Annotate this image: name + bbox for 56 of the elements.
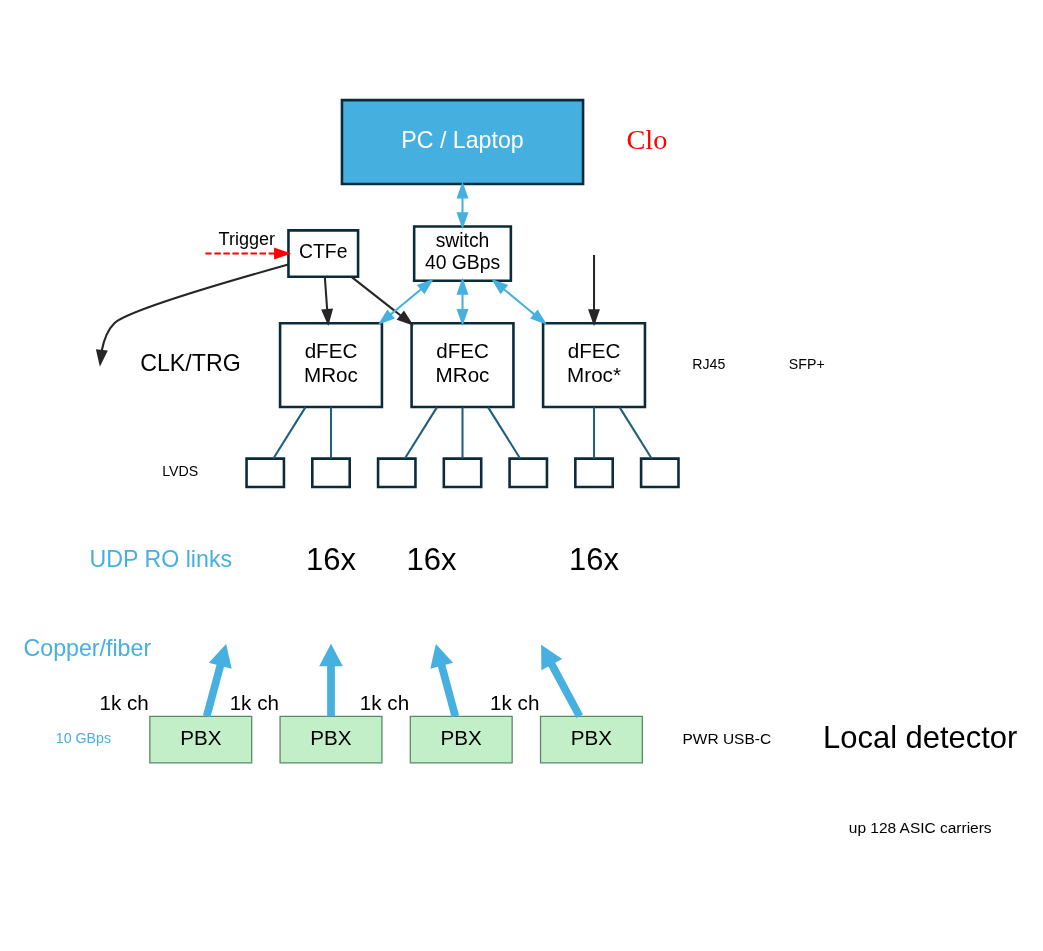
- node-box: [311, 456, 351, 488]
- label: up 128 ASIC carriers: [848, 818, 992, 836]
- arrow: [202, 643, 232, 717]
- node-box: dFEC Mroc*: [541, 321, 647, 408]
- node-label: 1k ch: [229, 690, 279, 714]
- label: Clo: [626, 123, 668, 155]
- label: UDP RO links: [89, 545, 233, 572]
- arrow: [541, 644, 583, 718]
- node-box: CTFe: [287, 228, 360, 278]
- node-box: dFEC MRoc: [278, 321, 384, 408]
- label: RJ45: [692, 355, 726, 372]
- node-box: [508, 456, 549, 488]
- node-box: PBX: [409, 715, 513, 764]
- connector: [329, 406, 333, 458]
- node-box: PBX: [279, 715, 383, 764]
- label: 10 GBps: [55, 729, 112, 746]
- arrow: [378, 278, 434, 325]
- arrow: [350, 275, 414, 326]
- label: PWR USB-C: [682, 729, 772, 747]
- node-box: [245, 456, 286, 488]
- edge-label: Trigger: [218, 228, 276, 249]
- node-box: switch 40 GBps: [412, 224, 513, 282]
- node-label: 1k ch: [99, 690, 149, 714]
- node-box: [574, 456, 614, 488]
- arrow: [491, 278, 547, 325]
- node-label: 1k ch: [359, 690, 410, 714]
- connector: [404, 406, 438, 459]
- label: SFP+: [788, 355, 825, 372]
- arrow: [205, 247, 292, 260]
- arrow: [430, 643, 460, 717]
- label: CLK/TRG: [140, 349, 241, 376]
- node-box: [376, 456, 417, 488]
- connector: [461, 406, 464, 458]
- label: Copper/fiber: [23, 634, 152, 661]
- connector: [593, 406, 596, 458]
- arrow: [456, 180, 469, 229]
- arrow: [321, 276, 334, 326]
- label: LVDS: [162, 462, 199, 479]
- node-box: dFEC MRoc: [410, 321, 515, 408]
- arrow: [456, 277, 469, 326]
- label: 16x: [569, 541, 619, 577]
- arrow: [95, 263, 289, 367]
- node-box: [639, 456, 680, 488]
- label: 16x: [406, 541, 457, 577]
- node-label: 1k ch: [490, 690, 540, 714]
- node-box: [442, 456, 483, 488]
- connector: [618, 406, 653, 459]
- node-box: PC / Laptop: [340, 98, 585, 185]
- label: 16x: [306, 541, 356, 577]
- arrow: [588, 254, 600, 326]
- node-box: PBX: [149, 715, 253, 764]
- node-box: PBX: [539, 715, 644, 764]
- connector: [487, 406, 521, 459]
- connector: [272, 406, 307, 459]
- arrow: [319, 643, 343, 716]
- label: Local detector: [823, 719, 1018, 755]
